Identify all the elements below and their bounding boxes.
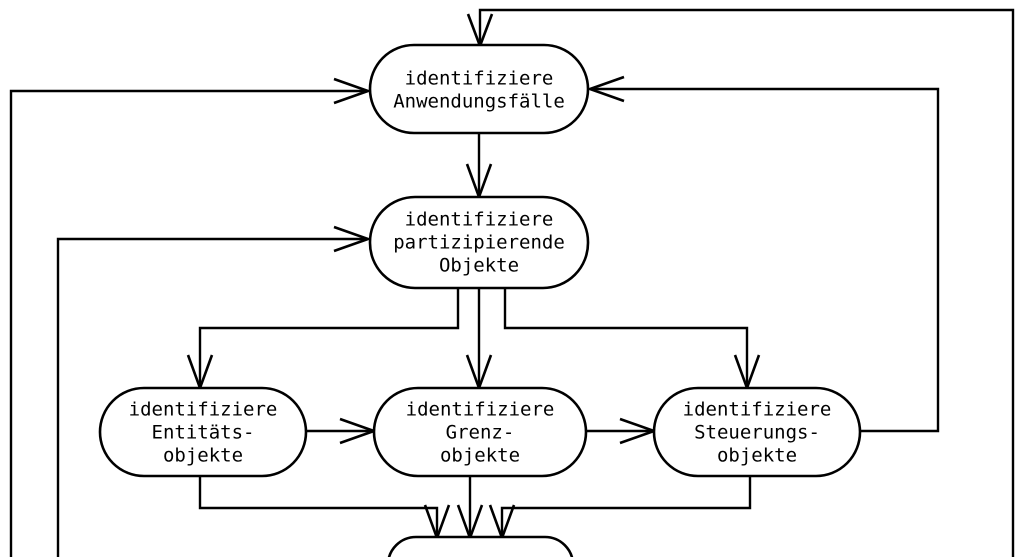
node-anwendungsfaelle-line2: Anwendungsfälle bbox=[393, 91, 565, 113]
node-layer: identifiziere Anwendungsfälle identifizi… bbox=[98, 43, 862, 478]
edge-feedback-top-to-anwendungsfaelle bbox=[478, 8, 1015, 557]
node-entitaetsobjekte-line2: Entitäts- bbox=[152, 422, 255, 444]
edge-layer bbox=[9, 8, 1015, 557]
node-grenzobjekte-line1: identifiziere bbox=[406, 399, 555, 421]
node-grenzobjekte-shape[interactable] bbox=[372, 386, 588, 478]
node-partizipierende-objekte-line2: partizipierende bbox=[393, 232, 565, 254]
edge-partizipierende-objekte-to-steuerungsobjekte bbox=[503, 288, 749, 387]
node-grenzobjekte[interactable]: identifiziere Grenz- objekte bbox=[372, 386, 588, 478]
node-anwendungsfaelle-shape[interactable] bbox=[368, 43, 590, 135]
node-partizipierende-objekte-line1: identifiziere bbox=[405, 209, 554, 231]
node-anwendungsfaelle-line1: identifiziere bbox=[405, 68, 554, 90]
node-entitaetsobjekte[interactable]: identifiziere Entitäts- objekte bbox=[98, 386, 308, 478]
node-steuerungsobjekte-shape[interactable] bbox=[652, 386, 862, 478]
node-partizipierende-objekte[interactable]: identifiziere partizipierende Objekte bbox=[368, 195, 590, 290]
node-steuerungsobjekte-line3: objekte bbox=[717, 445, 797, 467]
node-entitaetsobjekte-line3: objekte bbox=[163, 445, 243, 467]
node-grenzobjekte-line3: objekte bbox=[440, 445, 520, 467]
node-anwendungsfaelle[interactable]: identifiziere Anwendungsfälle bbox=[368, 43, 590, 135]
node-steuerungsobjekte-line1: identifiziere bbox=[683, 399, 832, 421]
edge-left-loop-to-partizipierende-objekte bbox=[56, 237, 366, 557]
edge-entitaetsobjekte-to-bottom-node bbox=[198, 476, 439, 537]
arrowhead-into-anwendungsfaelle-right bbox=[586, 75, 625, 103]
edge-partizipierende-objekte-to-entitaetsobjekte bbox=[198, 288, 460, 387]
edge-left-loop-to-anwendungsfaelle bbox=[9, 89, 366, 557]
arrowhead-into-anwendungsfaelle-left bbox=[333, 77, 372, 105]
edge-steuerungsobjekte-to-bottom-node bbox=[500, 476, 752, 537]
node-partizipierende-objekte-shape[interactable] bbox=[368, 195, 590, 290]
node-grenzobjekte-line2: Grenz- bbox=[446, 422, 515, 444]
node-partizipierende-objekte-line3: Objekte bbox=[439, 255, 519, 277]
node-entitaetsobjekte-shape[interactable] bbox=[98, 386, 308, 478]
arrowhead-into-partizipierende-objekte-left bbox=[333, 225, 372, 253]
node-steuerungsobjekte-line2: Steuerungs- bbox=[694, 422, 820, 444]
edge-steuerungsobjekte-to-anwendungsfaelle bbox=[592, 87, 940, 433]
node-steuerungsobjekte[interactable]: identifiziere Steuerungs- objekte bbox=[652, 386, 862, 478]
node-bottom-partial[interactable] bbox=[386, 535, 575, 557]
node-entitaetsobjekte-line1: identifiziere bbox=[129, 399, 278, 421]
